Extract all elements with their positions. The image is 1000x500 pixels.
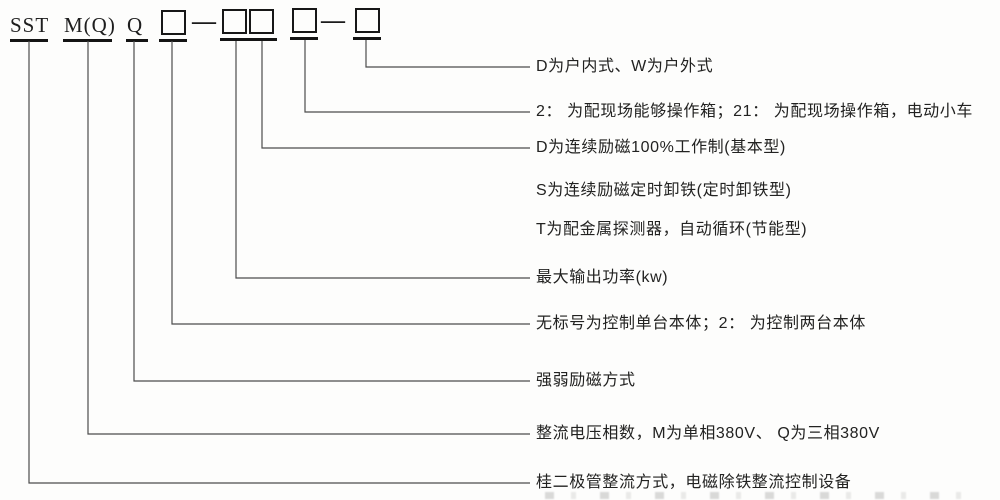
connector-duty-type	[261, 41, 530, 149]
underline-excitation	[126, 39, 148, 42]
code-box-unit-count	[161, 10, 186, 35]
label-duty-energy: T为配金属探测器，自动循环(节能型)	[536, 221, 808, 238]
code-box-power-digit-1	[222, 9, 247, 34]
connector-max-power	[235, 41, 530, 279]
code-prefix: SST	[10, 13, 50, 37]
dash-separator-2: —	[321, 8, 345, 34]
underline-box-unit-count	[159, 39, 187, 42]
connector-excitation	[133, 41, 530, 382]
underline-phase	[63, 39, 112, 42]
connector-device-type	[28, 41, 530, 484]
label-duty-basic: D为连续励磁100%工作制(基本型)	[536, 139, 786, 156]
underline-box-enclosure	[353, 37, 381, 40]
underline-box-duty	[290, 37, 318, 40]
connector-unit-count	[171, 41, 530, 325]
label-phase: 整流电压相数，M为单相380V、 Q为三相380V	[536, 425, 880, 442]
scan-artifact	[545, 492, 965, 499]
dash-separator-1: —	[192, 9, 216, 35]
label-excitation: 强弱励磁方式	[536, 372, 636, 389]
label-max-power: 最大输出功率(kw)	[536, 269, 669, 286]
label-enclosure: D为户内式、W为户外式	[536, 58, 714, 75]
code-box-power-digit-2	[249, 9, 274, 34]
underline-box-power	[220, 38, 277, 41]
underline-prefix	[10, 39, 48, 42]
connector-control-box	[304, 40, 530, 113]
code-box-duty-type	[292, 8, 317, 33]
connector-phase	[87, 41, 530, 435]
label-duty-timed: S为连续励磁定时卸铁(定时卸铁型)	[536, 182, 792, 199]
label-control-box: 2： 为配现场能够操作箱；21： 为配现场操作箱，电动小车	[536, 103, 973, 120]
label-device-type: 桂二极管整流方式，电磁除铁整流控制设备	[536, 474, 852, 491]
connector-enclosure	[365, 40, 530, 68]
code-excitation: Q	[127, 13, 144, 37]
code-phase: M(Q)	[64, 13, 116, 37]
code-box-enclosure	[355, 8, 380, 33]
label-unit-count: 无标号为控制单台本体；2： 为控制两台本体	[536, 315, 866, 332]
